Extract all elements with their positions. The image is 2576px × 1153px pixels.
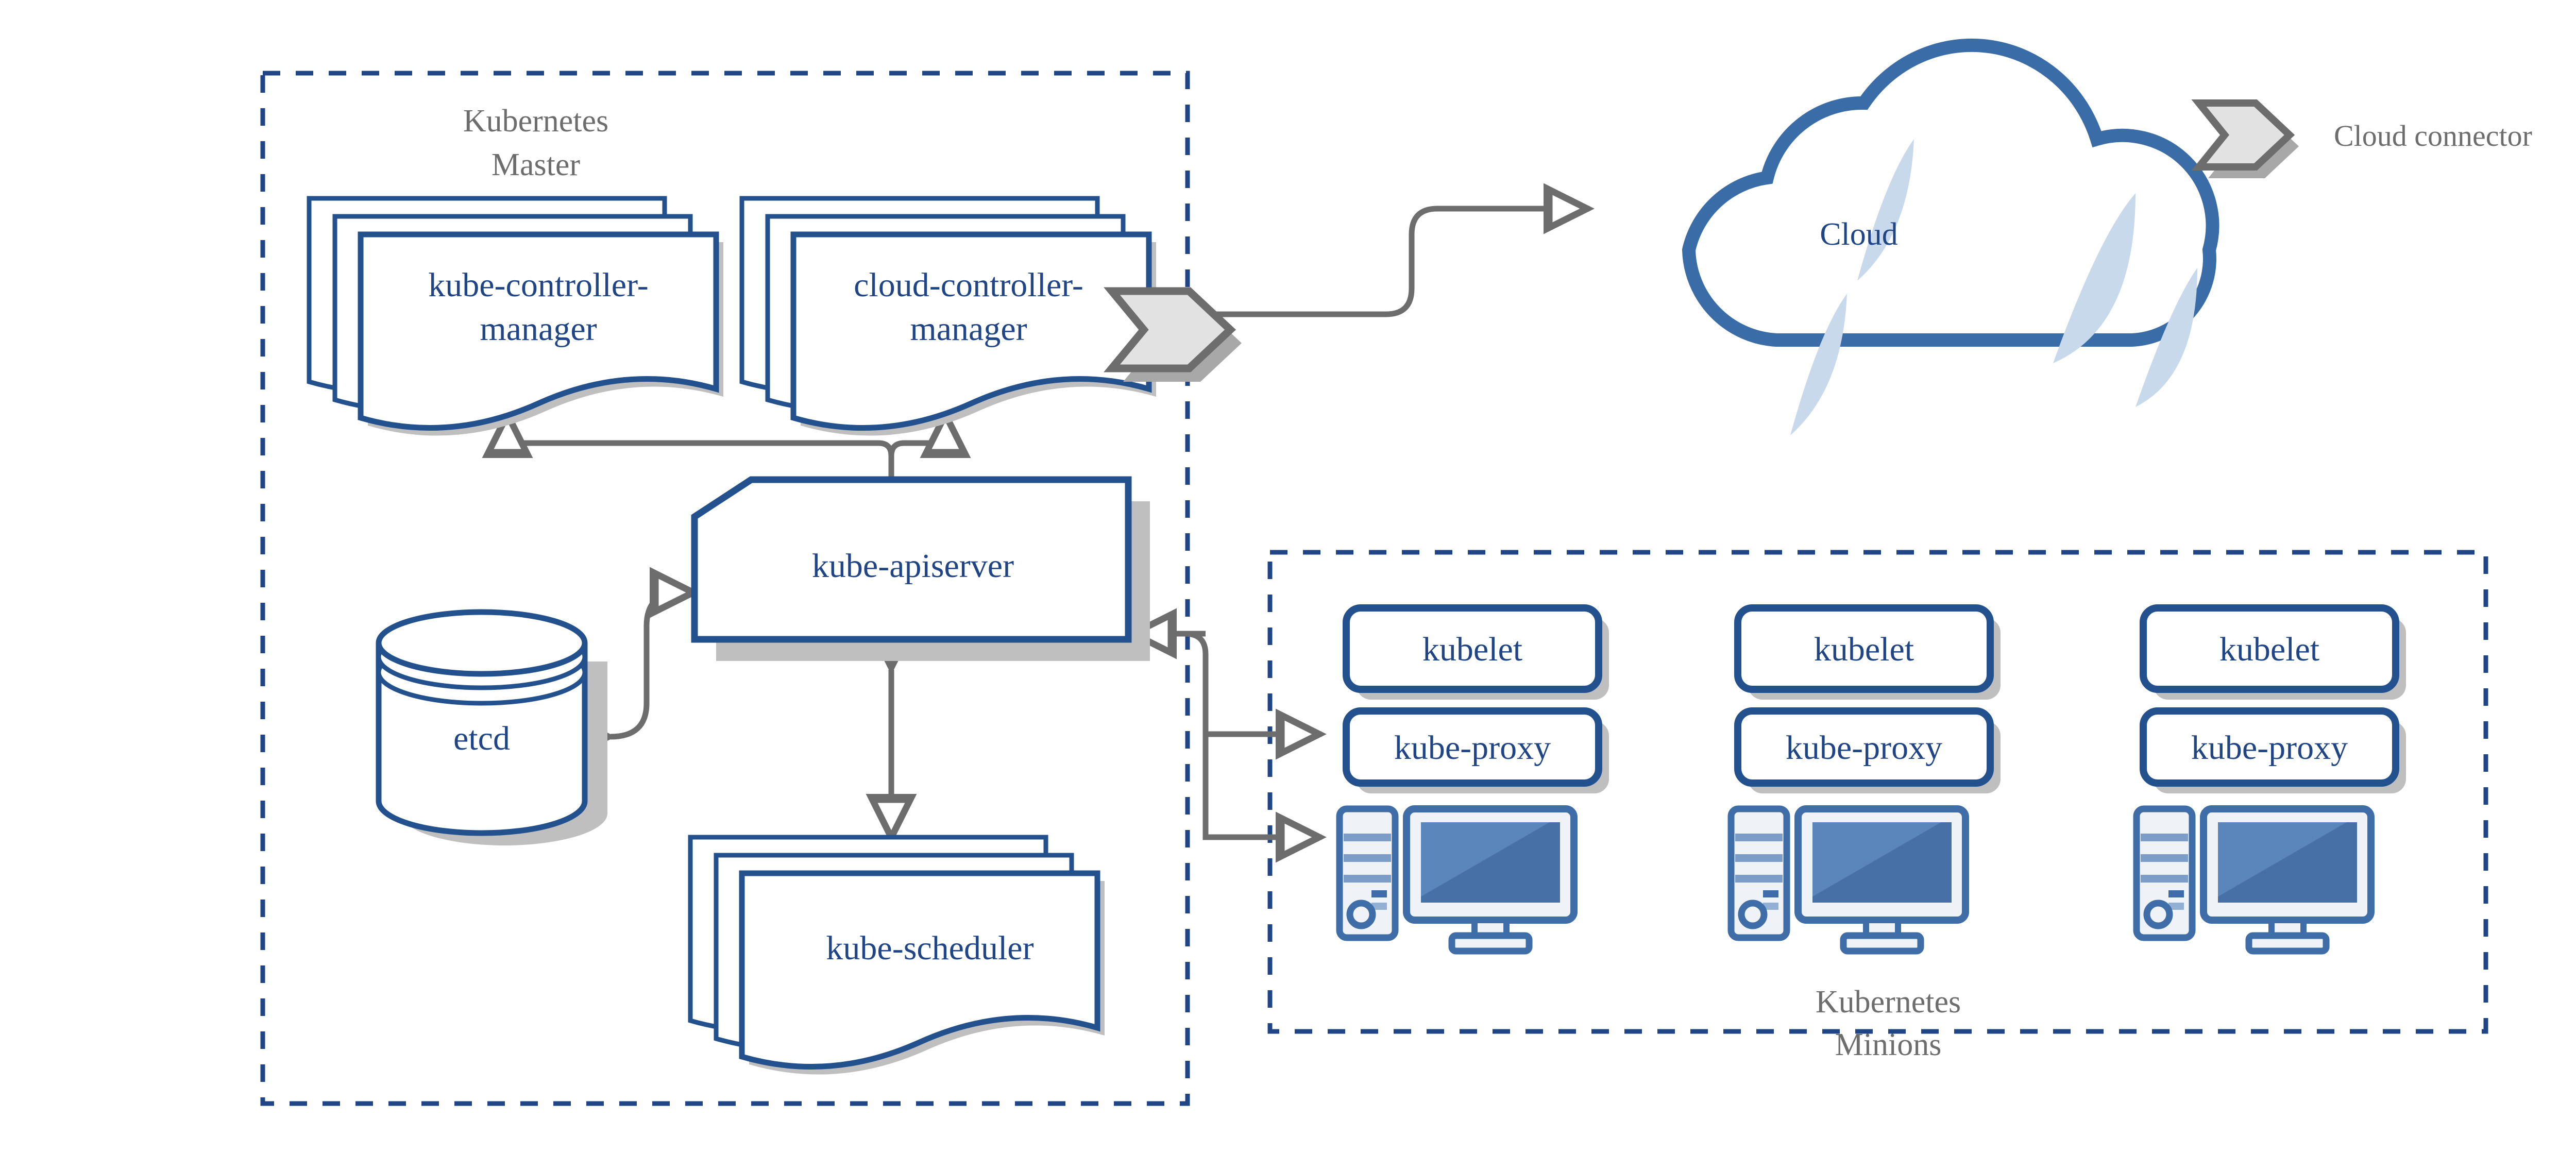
kube-apiserver-node[interactable]: kube-apiserver <box>691 476 1150 661</box>
doc-sheet-front <box>358 231 719 431</box>
cloud-node[interactable]: Cloud <box>1682 38 2219 435</box>
connector-apiserver-to-ccm <box>888 407 971 492</box>
master-title: Kubernetes Master <box>463 104 608 182</box>
minion-node-1: kubelet kube-proxy <box>1336 604 1609 955</box>
kubelet-label: kubelet <box>2219 631 2319 668</box>
cloud-controller-manager-label-2: manager <box>910 310 1027 348</box>
apiserver-shape <box>691 476 1132 643</box>
cloud-shape <box>1682 38 2219 347</box>
connector-etcd-to-apiserver <box>564 567 701 762</box>
desktop-computer-icon <box>1727 805 1969 955</box>
minions-title: Kubernetes Minions <box>1816 985 1961 1062</box>
kube-proxy-box[interactable]: kube-proxy <box>2140 707 2406 793</box>
kubelet-box[interactable]: kubelet <box>2140 604 2406 700</box>
desktop-computer-icon <box>1336 805 1578 955</box>
kube-apiserver-label: kube-apiserver <box>812 547 1014 585</box>
master-title-line1: Kubernetes <box>463 104 608 139</box>
kube-proxy-label: kube-proxy <box>1786 729 1942 767</box>
kubelet-box[interactable]: kubelet <box>1734 604 2001 700</box>
kube-proxy-label: kube-proxy <box>2191 729 2348 767</box>
kubelet-label: kubelet <box>1422 631 1522 668</box>
doc-sheet-front <box>790 231 1152 431</box>
connector-ccm-to-cloud <box>1190 183 1595 317</box>
etcd-ring-1 <box>376 609 588 677</box>
cloud-controller-manager-label-1: cloud-controller- <box>854 266 1083 304</box>
kube-controller-manager-label-2: manager <box>480 310 597 348</box>
cloud-connector-icon[interactable] <box>1104 287 1242 382</box>
minions-title-line2: Minions <box>1835 1027 1942 1062</box>
kube-proxy-box[interactable]: kube-proxy <box>1343 707 1609 793</box>
kube-scheduler-label: kube-scheduler <box>826 929 1033 967</box>
minions-title-line1: Kubernetes <box>1816 985 1961 1020</box>
minion-node-3: kubelet kube-proxy <box>2133 604 2406 955</box>
connector-apiserver-to-kubeproxy <box>1202 654 1327 863</box>
kubelet-label: kubelet <box>1814 631 1914 668</box>
kube-scheduler-node[interactable]: kube-scheduler <box>688 835 1105 1075</box>
legend-cloud-connector-icon <box>2191 99 2299 178</box>
desktop-computer-icon <box>2133 805 2375 955</box>
kube-proxy-label: kube-proxy <box>1394 729 1551 767</box>
etcd-label: etcd <box>453 720 510 757</box>
kubelet-box[interactable]: kubelet <box>1343 604 1609 700</box>
kubernetes-minions-container <box>1267 550 2488 1034</box>
cloud-controller-manager-node[interactable]: cloud-controller- manager <box>739 196 1156 436</box>
doc-sheet-front <box>739 870 1100 1070</box>
etcd-node[interactable]: etcd <box>376 609 607 845</box>
minion-node-2: kubelet kube-proxy <box>1727 604 2001 955</box>
kubernetes-master-container <box>260 71 1190 1106</box>
connector-layer <box>482 183 1595 863</box>
kube-proxy-box[interactable]: kube-proxy <box>1734 707 2001 793</box>
cloud-accents <box>1790 139 2197 435</box>
legend-cloud-connector-label: Cloud connector <box>2334 119 2532 152</box>
master-title-line2: Master <box>492 147 581 182</box>
kube-controller-manager-label-1: kube-controller- <box>428 266 649 304</box>
kube-controller-manager-node[interactable]: kube-controller- manager <box>307 196 723 436</box>
connector-apiserver-to-kubelet <box>1131 631 1327 760</box>
cloud-label: Cloud <box>1820 217 1898 252</box>
legend: Cloud connector <box>2191 99 2532 178</box>
